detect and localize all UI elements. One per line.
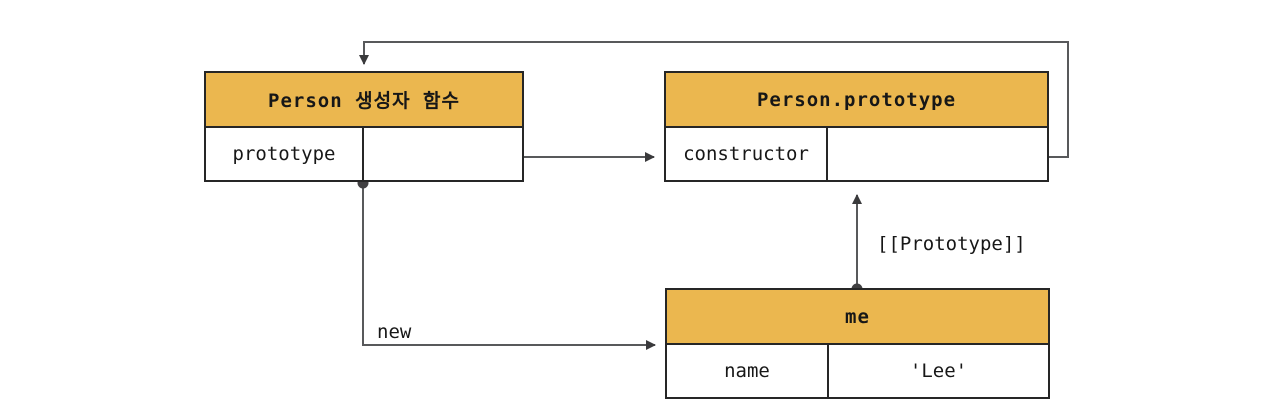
person-constructor-box: Person 생성자 함수 prototype — [204, 71, 524, 182]
me-instance-box: me name 'Lee' — [665, 288, 1050, 399]
name-value-cell: 'Lee' — [909, 360, 968, 382]
new-operator-label: new — [377, 321, 412, 343]
me-box-title: me — [667, 290, 1048, 345]
name-key-cell: name — [667, 345, 829, 397]
person-box-title: Person 생성자 함수 — [206, 73, 522, 128]
arrow-new-person-to-me — [362, 183, 656, 350]
me-box-row: name 'Lee' — [667, 345, 1048, 397]
internal-prototype-link-label: [[Prototype]] — [877, 233, 1026, 255]
person-prototype-box-row: constructor — [666, 128, 1047, 180]
person-prototype-key-cell: prototype — [206, 128, 364, 180]
person-prototype-value-cell — [364, 128, 522, 180]
person-prototype-box-title: Person.prototype — [666, 73, 1047, 128]
person-prototype-box: Person.prototype constructor — [664, 71, 1049, 182]
constructor-key-cell: constructor — [666, 128, 828, 180]
person-box-row: prototype — [206, 128, 522, 180]
constructor-value-cell — [828, 128, 1047, 180]
